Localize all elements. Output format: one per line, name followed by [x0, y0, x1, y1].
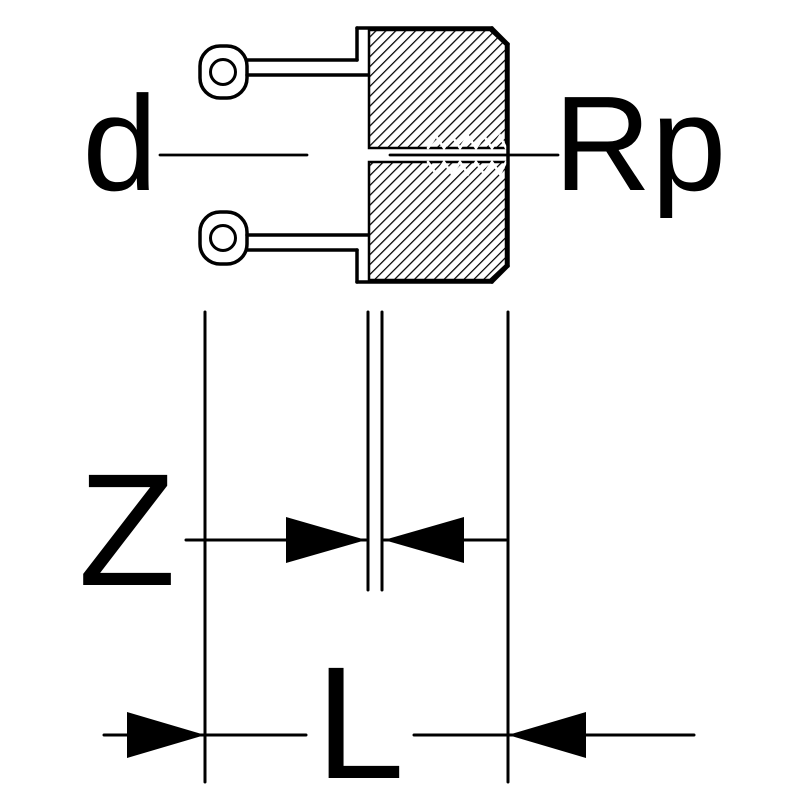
thread-profile-top: [426, 133, 508, 151]
label-press-diameter-d: d: [82, 68, 157, 219]
o-ring-top: [209, 58, 237, 86]
extension-lines: [203, 310, 510, 784]
l-arrow-left: [127, 712, 205, 758]
press-bead-bottom: [198, 210, 249, 266]
chamfer-top: [490, 26, 510, 46]
chamfer-bottom: [490, 264, 510, 284]
thread-hatch-bottom: [367, 160, 508, 282]
z-arrow-left: [286, 517, 366, 563]
z-arrow-right: [384, 517, 464, 563]
label-thread-rp: Rp: [554, 68, 727, 219]
thread-hatch-top: [367, 28, 508, 150]
z-dimension: [184, 517, 508, 563]
l-arrow-right: [508, 712, 586, 758]
thread-profile-bottom: [426, 159, 508, 177]
l-dimension: [102, 712, 696, 758]
o-ring-bottom: [209, 224, 237, 252]
press-bead-top: [198, 44, 249, 100]
label-z-dimension: Z: [78, 440, 176, 619]
fitting-cross-section: [158, 26, 560, 284]
label-length-l: L: [316, 633, 405, 800]
